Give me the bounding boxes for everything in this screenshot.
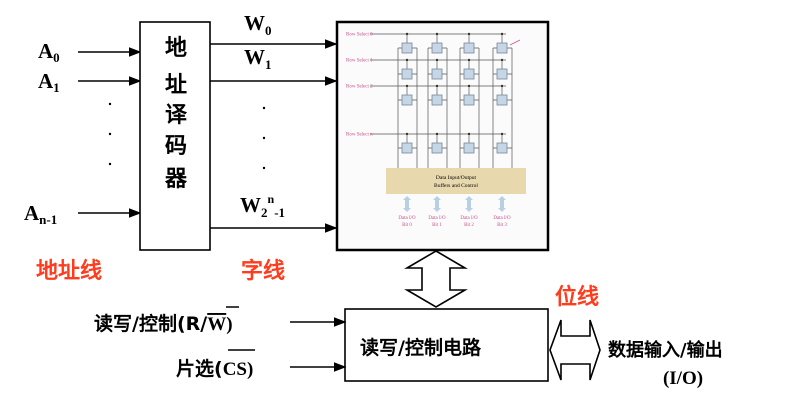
data-io-label: 数据输入/输出 [608, 339, 723, 361]
memory-cell [431, 42, 443, 54]
address-lines-label: 地址线 [36, 258, 102, 284]
memory-cell [431, 94, 443, 106]
data-io-arrow [498, 196, 506, 212]
chip-select-label: 片选(CS) [176, 357, 253, 380]
memory-cell [431, 142, 443, 154]
data-io-bit-label: Data I/O [460, 216, 478, 221]
address-decoder-box [139, 21, 211, 251]
memory-cell [463, 42, 475, 54]
data-io-arrow [433, 196, 441, 212]
junction-dot [405, 58, 409, 62]
io-label: (I/O) [663, 368, 703, 389]
address-a1: A1 [38, 69, 60, 95]
memory-cell [463, 94, 475, 106]
bit-lines-label: 位线 [555, 284, 599, 310]
data-io-arrow [403, 196, 411, 212]
array-control-bidirectional-arrow [404, 250, 468, 308]
memory-cell [431, 68, 443, 80]
data-io-bit-number: Bit 0 [402, 223, 412, 228]
word-line-ellipsis [262, 106, 266, 170]
svg-text:器: 器 [164, 167, 188, 192]
junction-dot [467, 84, 471, 88]
data-io-bit-label: Data I/O [428, 216, 446, 221]
word-line-w1-label: W1 [244, 45, 272, 72]
address-a0: A0 [38, 39, 60, 65]
junction-dot [435, 132, 439, 136]
junction-dot [500, 58, 504, 62]
word-lines-label: 字线 [241, 258, 285, 284]
row-select-label: Row Select n [346, 133, 373, 138]
control-circuit-label: 读写/控制电路 [360, 336, 482, 359]
memory-cell [401, 94, 413, 106]
memory-cell [496, 68, 508, 80]
junction-dot [467, 132, 471, 136]
word-line-wlast-label: W2n-1 [240, 192, 285, 220]
memory-cell [401, 68, 413, 80]
address-ellipsis [108, 102, 112, 166]
junction-dot [467, 58, 471, 62]
junction-dot [405, 32, 409, 36]
junction-dot [500, 132, 504, 136]
io-buffer-block [386, 168, 526, 194]
memory-cell [496, 94, 508, 106]
svg-text:址: 址 [165, 73, 187, 98]
data-io-bit-number: Bit 3 [497, 223, 507, 228]
svg-text:译: 译 [165, 103, 188, 128]
data-io-bit-label: Data I/O [398, 216, 416, 221]
junction-dot [405, 84, 409, 88]
data-io-bit-number: Bit 1 [432, 223, 442, 228]
data-io-bit-number: Bit 2 [464, 223, 474, 228]
data-io-bidirectional-arrow [549, 319, 601, 381]
data-io-bit-label: Data I/O [493, 216, 511, 221]
svg-text:地: 地 [165, 36, 187, 61]
memory-cell [463, 68, 475, 80]
memory-cell [401, 42, 413, 54]
data-io-bits: Data I/O Bit 0 Data I/O Bit 1 Data I/O Bit 2 D… [398, 196, 511, 228]
memory-cell [496, 142, 508, 154]
junction-dot [435, 32, 439, 36]
row-select-label: Row Select 0 [346, 33, 373, 38]
junction-dot [435, 84, 439, 88]
junction-dot [405, 132, 409, 136]
junction-dot [500, 32, 504, 36]
io-buffer-label-2: Buffers and Control [434, 182, 478, 189]
row-select-label: Row Select 1 [346, 59, 373, 64]
junction-dot [467, 32, 471, 36]
cell-pointer-arrow [509, 39, 521, 46]
io-buffer-label-1: Data Input/Output [436, 175, 477, 181]
word-line-w0-label: W0 [244, 11, 272, 38]
address-an-1: An-1 [24, 201, 57, 227]
junction-dot [435, 58, 439, 62]
junction-dot [500, 84, 504, 88]
memory-cell [496, 42, 508, 54]
memory-cell-grid: Row Select 0 Row Select 1 Row Select 2 Row … [346, 32, 521, 168]
memory-cell [463, 142, 475, 154]
data-io-arrow [465, 196, 473, 212]
decoder-label: 地 址 译 码 器 [164, 36, 188, 192]
svg-text:码: 码 [165, 134, 187, 159]
row-select-label: Row Select 2 [346, 85, 373, 90]
read-write-control-circuit-box [344, 308, 549, 382]
memory-cell [401, 142, 413, 154]
read-write-control-label: 读写/控制(R/W) [94, 312, 233, 335]
